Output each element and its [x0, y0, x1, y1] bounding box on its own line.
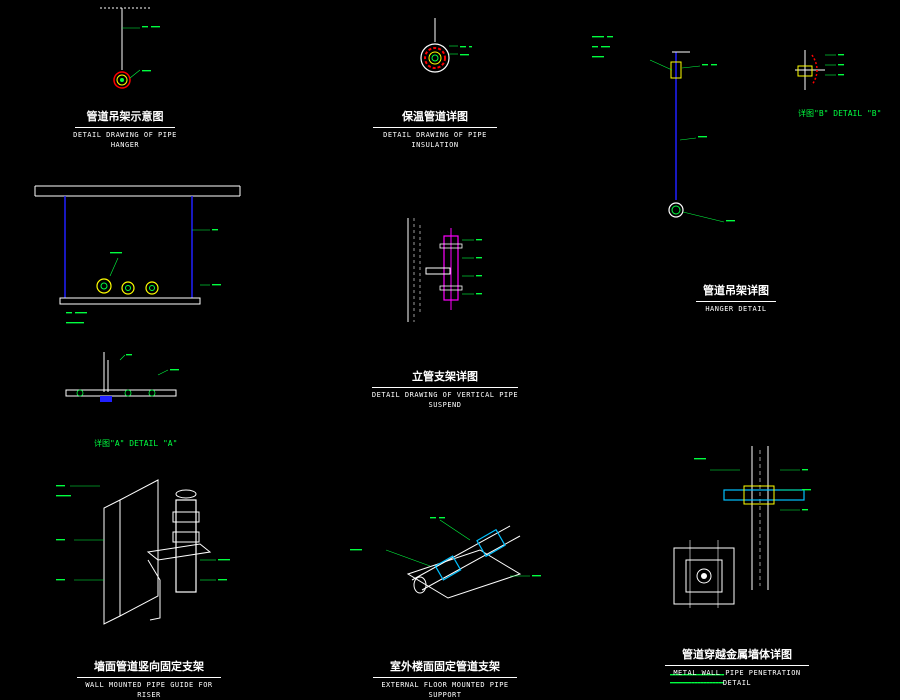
annotation-text: ▬▬: [476, 255, 483, 261]
annotation-text: ▬▬ ▬▬▬▬: [66, 310, 88, 316]
annotation-text: ▬▬▬▬▬: [56, 493, 72, 499]
pipe-insulation-detail: [420, 18, 458, 73]
annotation-text: ▬▬▬: [460, 52, 470, 58]
annotation-text: ▬▬: [802, 507, 809, 513]
caption-underline: [77, 677, 221, 678]
caption-pipe-hanger: 管道吊架示意图 DETAIL DRAWING OF PIPE HANGER: [70, 110, 180, 150]
detail-a-drawing: [65, 352, 177, 402]
annotation-text: ▬▬▬: [56, 483, 66, 489]
caption-underline: [75, 127, 175, 128]
annotation-text: ▬▬▬▬: [218, 557, 231, 563]
caption-wall-riser-guide: 墙面管道竖向固定支架 WALL MOUNTED PIPE GUIDE FOR R…: [74, 660, 224, 700]
caption-en: EXTERNAL FLOOR MOUNTED PIPE SUPPORT: [381, 681, 509, 699]
annotation-text: ▬▬▬▬▬▬▬▬▬▬▬▬▬▬▬▬▬▬: [670, 672, 725, 678]
caption-zh: 保温管道详图: [402, 110, 468, 123]
annotation-text: ▬▬▬▬▬▬▬▬▬▬▬▬▬▬▬▬▬▬: [670, 680, 725, 686]
annotation-text: ▬▬▬▬▬▬: [66, 320, 85, 326]
annotation-text: ▬▬: [838, 52, 845, 58]
caption-en: HANGER DETAIL: [705, 305, 767, 313]
annotation-text: ▬▬▬▬: [592, 54, 605, 60]
caption-zh: 墙面管道竖向固定支架: [94, 660, 204, 673]
caption-hanger-detail: 管道吊架详图 HANGER DETAIL: [686, 284, 786, 314]
caption-zh: 管道吊架示意图: [86, 110, 164, 123]
annotation-text: ▬▬ ▬▬: [430, 515, 446, 521]
annotation-text: ▬▬▬: [170, 367, 180, 373]
annotation-text: ▬▬▬: [532, 573, 542, 579]
annotation-text: ▬▬▬: [218, 577, 228, 583]
annotation-text: ▬▬: [212, 227, 219, 233]
caption-pipe-insulation: 保温管道详图 DETAIL DRAWING OF PIPE INSULATION: [370, 110, 500, 150]
detail-b-drawing: [795, 50, 836, 90]
annotation-text: ▬▬ ▬▬: [702, 62, 718, 68]
annotation-text: ▬▬▬: [802, 487, 812, 493]
caption-underline: [696, 301, 776, 302]
annotation-text: ▬▬▬: [726, 218, 736, 224]
annotation-text: ▬▬: [476, 273, 483, 279]
wall-penetration-drawing: [673, 446, 805, 608]
caption-zh: 立管支架详图: [412, 370, 478, 383]
annotation-text: ▬▬: [802, 467, 809, 473]
caption-en: DETAIL DRAWING OF PIPE HANGER: [73, 131, 177, 149]
caption-en: DETAIL DRAWING OF PIPE INSULATION: [383, 131, 487, 149]
annotation-text: ▬▬ ▬▬▬: [592, 44, 611, 50]
caption-en: METAL WALL PIPE PENETRATION DETAIL: [673, 669, 801, 687]
annotation-text: ▬▬▬: [56, 537, 66, 543]
annotation-text: ▬▬▬: [698, 134, 708, 140]
annotation-text: ▬▬: [476, 237, 483, 243]
caption-vertical-pipe-suspend: 立管支架详图 DETAIL DRAWING OF VERTICAL PIPE S…: [370, 370, 520, 410]
detail-a-callout: 详图"A" DETAIL "A": [94, 439, 178, 448]
annotation-text: ▬▬: [126, 352, 133, 358]
caption-en: WALL MOUNTED PIPE GUIDE FOR RISER: [85, 681, 213, 699]
wall-riser-guide-drawing: [70, 479, 216, 625]
annotation-text: ▬▬▬▬: [350, 547, 363, 553]
caption-zh: 室外楼面固定管道支架: [390, 660, 500, 673]
caption-floor-pipe-support: 室外楼面固定管道支架 EXTERNAL FLOOR MOUNTED PIPE S…: [370, 660, 520, 700]
caption-zh: 管道吊架详图: [703, 284, 769, 297]
annotation-text: ▬▬▬▬: [110, 250, 123, 256]
annotation-text: ▬▬▬▬: [694, 456, 707, 462]
caption-wall-penetration: 管道穿越金属墙体详图 METAL WALL PIPE PENETRATION D…: [662, 648, 812, 688]
annotation-text: ▬▬▬▬ ▬▬: [592, 34, 614, 40]
caption-underline: [373, 127, 497, 128]
caption-en: DETAIL DRAWING OF VERTICAL PIPE SUSPEND: [371, 391, 519, 409]
annotation-text: ▬▬ ▬: [460, 44, 473, 50]
annotation-text: ▬▬ ▬▬▬: [142, 24, 161, 30]
annotation-text: ▬▬: [838, 72, 845, 78]
detail-b-callout: 详图"B" DETAIL "B": [798, 109, 882, 118]
annotation-text: ▬▬▬: [56, 577, 66, 583]
annotation-text: ▬▬: [838, 62, 845, 68]
multi-pipe-hanger-drawing: [34, 185, 241, 305]
caption-zh: 管道穿越金属墙体详图: [682, 648, 792, 661]
annotation-text: ▬▬: [476, 291, 483, 297]
vertical-pipe-suspend-drawing: [407, 218, 474, 322]
pipe-hanger-detail: [100, 7, 150, 89]
caption-underline: [373, 677, 517, 678]
annotation-text: ▬▬▬: [142, 68, 152, 74]
annotation-text: ▬▬▬: [212, 282, 222, 288]
caption-underline: [372, 387, 518, 388]
hanger-detail-drawing: [649, 51, 725, 223]
floor-pipe-support-drawing: [385, 519, 530, 599]
caption-underline: [665, 665, 809, 666]
